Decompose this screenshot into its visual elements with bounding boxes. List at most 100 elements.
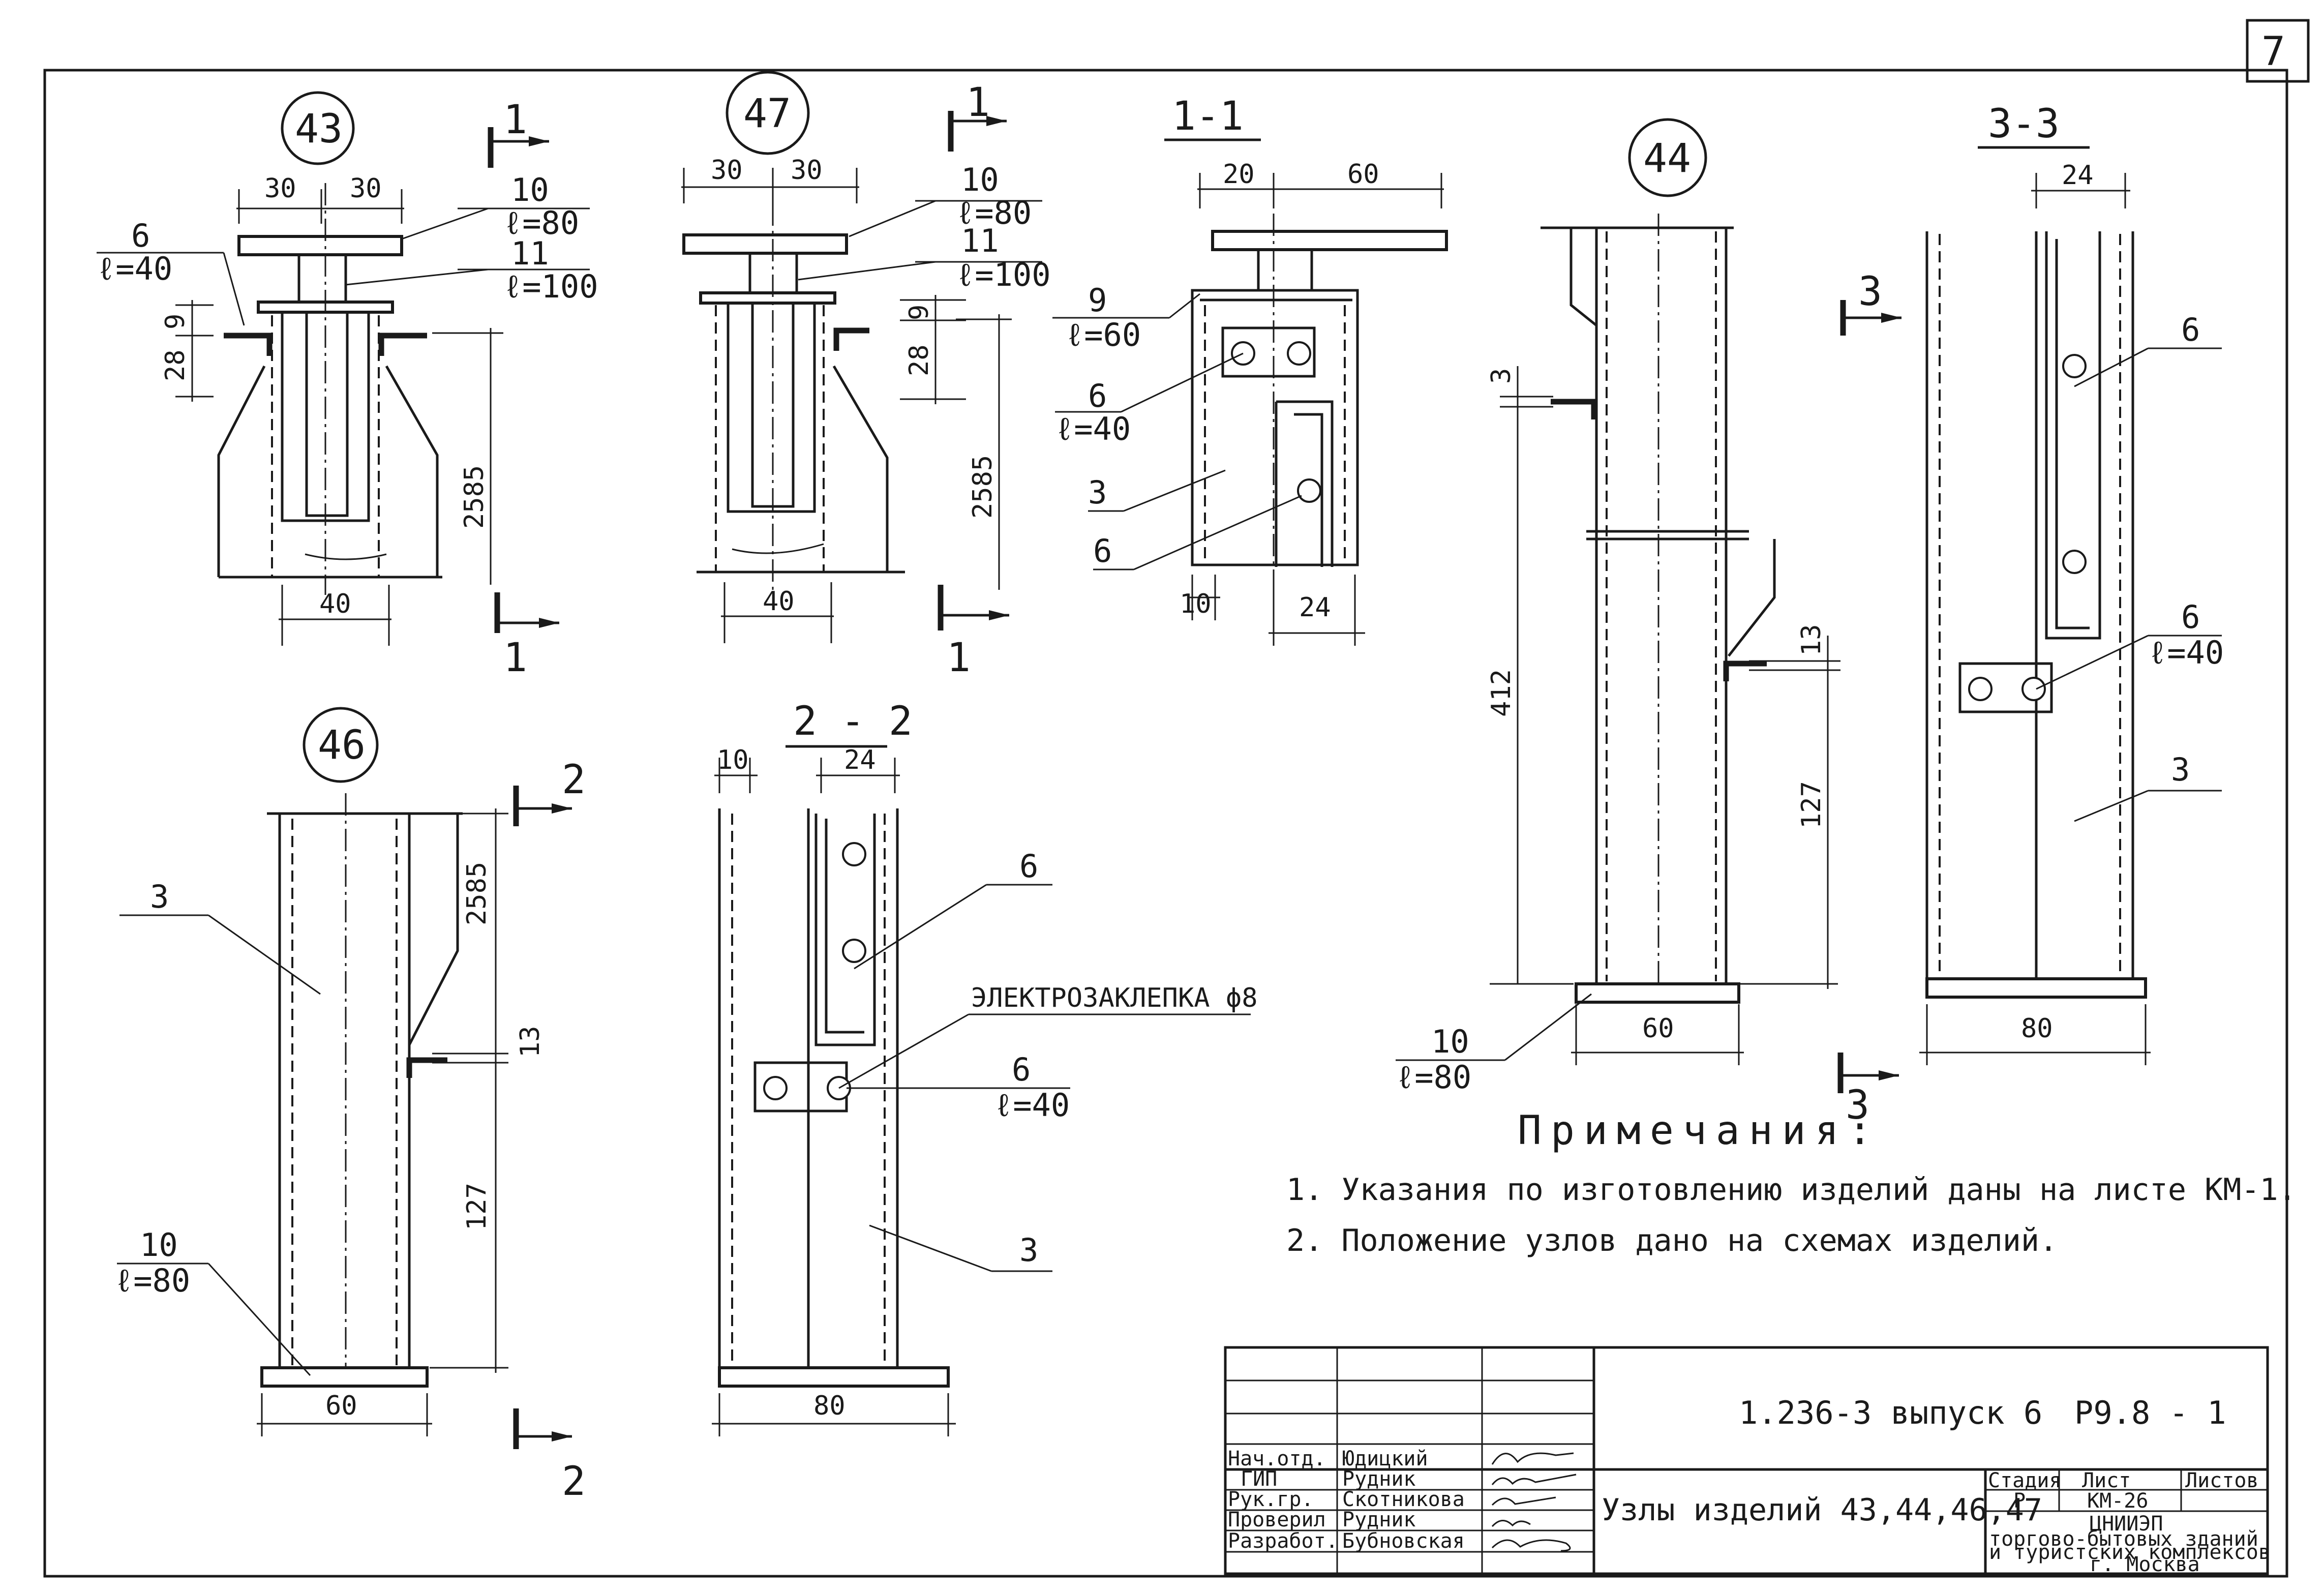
callout-pos: 10 xyxy=(1431,1023,1469,1060)
document-code: 1.236-3 выпуск 6 xyxy=(1739,1394,2042,1431)
callout-len: ℓ=40 xyxy=(994,1087,1070,1124)
dim-text: 2585 xyxy=(459,465,490,529)
node-label: 47 xyxy=(743,91,791,137)
section-mark: 1 xyxy=(947,635,971,681)
callout-pos: 9 xyxy=(1088,282,1107,319)
callout-pos: 3 xyxy=(1019,1231,1038,1269)
dim-text: 60 xyxy=(325,1391,357,1421)
name: Юдицкий xyxy=(1342,1447,1428,1470)
weld-note: ЭЛЕКТРОЗАКЛЕПКА ϕ8 xyxy=(971,983,1258,1013)
section-mark: 3 xyxy=(1846,1083,1869,1128)
plate-pos-6 xyxy=(1958,662,2053,713)
plate-pos-10 xyxy=(1575,982,1740,1004)
callout-pos: 3 xyxy=(1088,474,1107,511)
organization-line: г. Москва xyxy=(2090,1553,2200,1576)
callout-len: ℓ=60 xyxy=(1065,316,1141,353)
dim-text: 30 xyxy=(711,155,743,186)
dim-text: 2585 xyxy=(968,455,998,519)
view-node-43: 43 30 30 40 9 28 xyxy=(97,91,598,681)
dim-text: 127 xyxy=(1796,781,1827,829)
section-mark: 1 xyxy=(503,97,527,143)
dim-text: 20 xyxy=(1223,159,1255,190)
view-section-3-3: 3-3 24 80 6 6 ℓ=40 3 xyxy=(1919,101,2224,1065)
section-mark: 2 xyxy=(562,757,586,803)
role: Разработ. xyxy=(1228,1529,1338,1553)
dim-text: 9 xyxy=(160,314,191,329)
notes-title: Примечания: xyxy=(1518,1108,1881,1154)
plate-pos-6 xyxy=(1221,326,1316,378)
dim-text: 13 xyxy=(1796,624,1827,656)
dim-text: 28 xyxy=(904,344,934,376)
rod-pos-11 xyxy=(297,253,347,305)
callout-pos: 3 xyxy=(150,878,169,915)
dim-text: 10 xyxy=(717,745,749,775)
view-node-47: 47 30 30 40 9 28 2585 10 ℓ=80 xyxy=(681,71,1051,681)
role: Рук.гр. xyxy=(1228,1488,1314,1511)
callout-len: ℓ=80 xyxy=(956,194,1032,231)
drawing-title: Узлы изделий 43,44,46,47 xyxy=(1602,1492,2042,1528)
plate-pos-10 xyxy=(682,233,848,255)
note-item: 2. Положение узлов дано на схемах издели… xyxy=(1286,1223,2058,1258)
dim-text: 24 xyxy=(2062,160,2094,191)
node-label: 43 xyxy=(295,106,343,152)
callout-len: ℓ=40 xyxy=(1055,410,1131,447)
dim-text: 13 xyxy=(515,1026,546,1058)
sheet-label: Лист xyxy=(2082,1469,2131,1492)
sheets-label: Листов xyxy=(2185,1469,2259,1492)
sheet-frame xyxy=(43,69,2288,1578)
callout-pos: 6 xyxy=(131,217,150,254)
callout-pos: 6 xyxy=(1012,1051,1031,1088)
callout-len: ℓ=40 xyxy=(97,250,172,287)
page-number-box xyxy=(2246,19,2310,83)
callout-len: ℓ=40 xyxy=(2148,634,2224,671)
section-mark: 1 xyxy=(966,80,990,126)
callout-len: ℓ=80 xyxy=(503,204,579,242)
stage-label: Стадия xyxy=(1988,1469,2062,1492)
notes: Примечания: 1. Указания по изготовлению … xyxy=(1286,1108,2297,1258)
callout-len: ℓ=80 xyxy=(1396,1059,1471,1096)
dim-text: 40 xyxy=(319,589,351,619)
dim-text: 60 xyxy=(1347,159,1379,190)
signature xyxy=(1491,1496,1556,1506)
signature xyxy=(1491,1474,1577,1485)
node-label-circle xyxy=(1628,118,1707,197)
dim-text: 30 xyxy=(791,155,823,186)
dim-text: 9 xyxy=(904,305,934,320)
role: Нач.отд. xyxy=(1228,1447,1326,1470)
callout-pos: 6 xyxy=(2181,598,2200,636)
title-block: 1.236-3 выпуск 6 Р9.8 - 1 Узлы изделий 4… xyxy=(1224,1346,2271,1576)
stage-value: Р xyxy=(2013,1489,2026,1513)
dim-text: 3 xyxy=(1486,368,1517,384)
callout-pos: 11 xyxy=(511,235,549,272)
page-number: 7 xyxy=(2261,29,2285,75)
section-title: 1-1 xyxy=(1172,94,1244,139)
signature xyxy=(1491,1539,1571,1552)
organization-line: торгово-бытовых зданий xyxy=(1989,1527,2258,1551)
node-label-circle xyxy=(303,707,379,783)
dim-text: 30 xyxy=(264,173,296,204)
signature xyxy=(1491,1452,1574,1465)
node-label-circle xyxy=(281,91,355,165)
dim-text: 80 xyxy=(2021,1013,2053,1044)
view-node-46: 46 2585 13 127 60 3 10 ℓ=80 2 xyxy=(114,707,586,1505)
name: Бубновская xyxy=(1342,1529,1465,1553)
callout-len: ℓ=100 xyxy=(503,268,598,305)
callout-pos: 10 xyxy=(961,161,999,198)
section-mark: 2 xyxy=(562,1459,586,1505)
callout-pos: 6 xyxy=(1093,532,1112,569)
dim-text: 30 xyxy=(350,173,382,204)
dim-text: 40 xyxy=(763,586,795,617)
section-mark: 3 xyxy=(1858,269,1882,315)
plate-pos-10 xyxy=(237,235,403,256)
node-label: 46 xyxy=(318,723,366,768)
node-label: 44 xyxy=(1643,136,1691,182)
callout-len: ℓ=80 xyxy=(114,1262,190,1299)
view-section-2-2: 2 - 2 10 24 80 6 ЭЛЕКТРОЗАКЛЕПКА ϕ8 xyxy=(712,699,1258,1436)
organization-line: и туристских комплексов xyxy=(1989,1541,2271,1564)
callout-pos: 6 xyxy=(1088,377,1107,414)
role: Проверил xyxy=(1228,1508,1326,1531)
plate-pos-10 xyxy=(260,1366,429,1388)
name: Рудник xyxy=(1342,1508,1416,1531)
callout-pos: 3 xyxy=(2171,751,2190,788)
